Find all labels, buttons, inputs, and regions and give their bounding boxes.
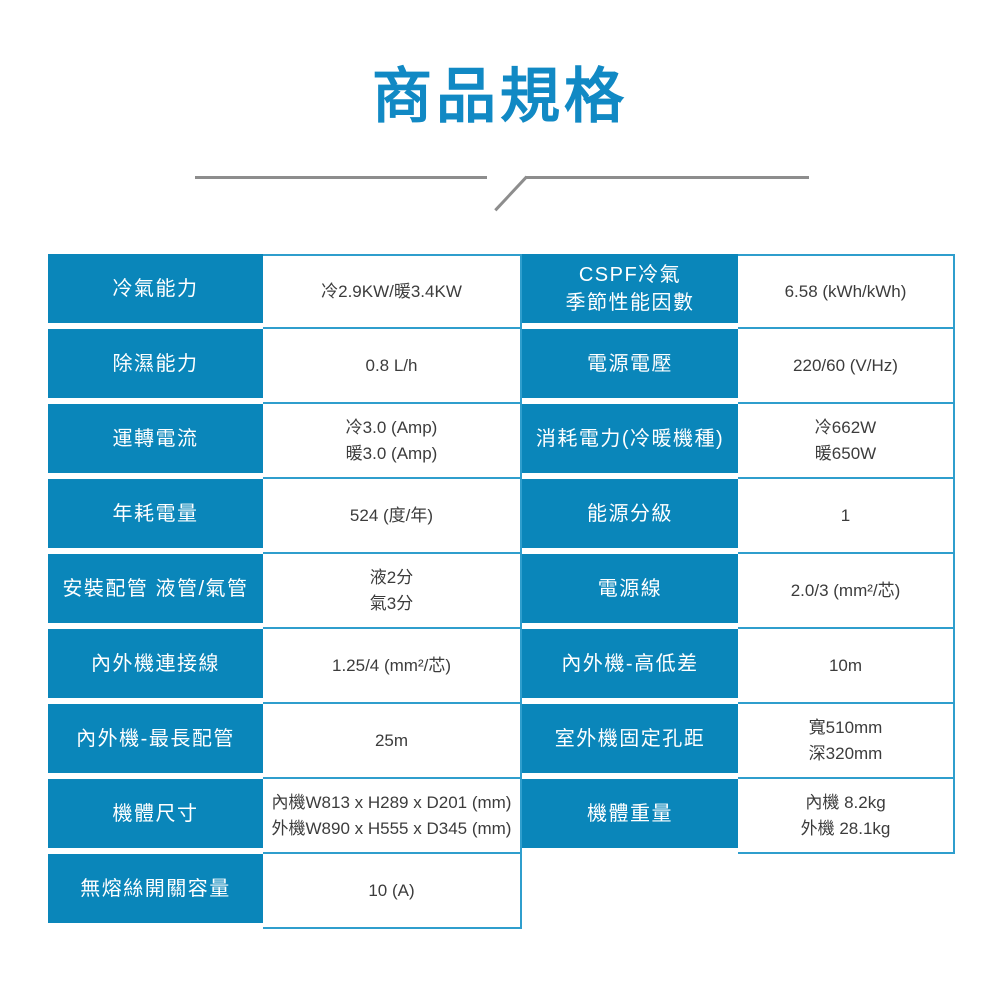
page-title: 商品規格: [372, 63, 628, 130]
spec-value-cell: 10 (A): [263, 854, 522, 929]
spec-value-line: 冷662W: [814, 418, 877, 437]
spec-row: 內外機連接線 1.25/4 (mm²/芯): [48, 629, 522, 704]
spec-value-line: 10m: [828, 655, 863, 675]
spec-value-line: 外機 28.1kg: [800, 818, 891, 838]
spec-value-line: 內機W813 x H289 x D201 (mm): [271, 793, 512, 812]
spec-value-line: 2.0/3 (mm²/芯): [790, 580, 901, 600]
spec-label-cell: 內外機-高低差: [522, 629, 738, 704]
spec-label-cell: 運轉電流: [48, 404, 263, 479]
spec-row: 電源電壓 220/60 (V/Hz): [522, 329, 955, 404]
spec-value-line: 冷3.0 (Amp): [345, 418, 438, 437]
spec-value-cell: 1: [738, 479, 955, 554]
spec-label-line: 季節性能因數: [565, 291, 695, 314]
spec-value-line: 6.58 (kWh/kWh): [784, 281, 907, 301]
spec-value-cell: 2.0/3 (mm²/芯): [738, 554, 955, 629]
spec-label-cell: 內外機-最長配管: [48, 704, 263, 779]
spec-row: 能源分級 1: [522, 479, 955, 554]
spec-label-line: 內外機連接線: [91, 652, 220, 675]
spec-label-line: CSPF冷氣: [578, 263, 682, 286]
spec-value-line: 0.8 L/h: [365, 355, 418, 375]
spec-label-cell: 安裝配管 液管/氣管: [48, 554, 263, 629]
spec-row: 無熔絲開關容量 10 (A): [48, 854, 522, 929]
spec-value-line: 1.25/4 (mm²/芯): [331, 655, 452, 675]
spec-value-cell: 6.58 (kWh/kWh): [738, 254, 955, 329]
spec-value-cell: 10m: [738, 629, 955, 704]
spec-row: 內外機-最長配管 25m: [48, 704, 522, 779]
spec-row: 運轉電流 冷3.0 (Amp) 暖3.0 (Amp): [48, 404, 522, 479]
spec-value-line: 內機 8.2kg: [805, 793, 886, 812]
spec-value-line: 220/60 (V/Hz): [793, 355, 898, 375]
spec-label-cell: 室外機固定孔距: [522, 704, 738, 779]
spec-value-line: 寬510mm: [808, 718, 883, 737]
spec-value-line: 外機W890 x H555 x D345 (mm): [271, 818, 512, 838]
spec-label-line: 室外機固定孔距: [554, 727, 706, 750]
spec-label-line: 除濕能力: [112, 352, 199, 375]
spec-label-cell: 機體重量: [522, 779, 738, 854]
spec-label-cell: 內外機連接線: [48, 629, 263, 704]
spec-value-cell: 25m: [263, 704, 522, 779]
spec-label-line: 年耗電量: [112, 502, 199, 525]
spec-row: 年耗電量 524 (度/年): [48, 479, 522, 554]
spec-label-line: 機體尺寸: [112, 802, 199, 825]
spec-value-line: 液2分: [369, 568, 414, 587]
spec-label-cell: 無熔絲開關容量: [48, 854, 263, 929]
spec-value-line: 1: [840, 505, 851, 525]
spec-value-cell: 1.25/4 (mm²/芯): [263, 629, 522, 704]
spec-label-cell: 電源線: [522, 554, 738, 629]
spec-value-line: 暖3.0 (Amp): [345, 443, 438, 463]
spec-label-cell: 能源分級: [522, 479, 738, 554]
spec-value-line: 25m: [374, 730, 409, 750]
spec-value-cell: 寬510mm 深320mm: [738, 704, 955, 779]
spec-table-right-column: CSPF冷氣季節性能因數 6.58 (kWh/kWh) 電源電壓 220/60 (V/…: [522, 254, 955, 854]
spec-value-cell: 220/60 (V/Hz): [738, 329, 955, 404]
spec-label-cell: 年耗電量: [48, 479, 263, 554]
divider-line-right: [526, 176, 809, 179]
spec-value-line: 10 (A): [368, 880, 415, 900]
title-divider: [195, 175, 809, 214]
spec-value-cell: 內機 8.2kg 外機 28.1kg: [738, 779, 955, 854]
spec-value-line: 氣3分: [369, 593, 414, 613]
spec-label-cell: 電源電壓: [522, 329, 738, 404]
spec-row: 消耗電力(冷暖機種) 冷662W 暖650W: [522, 404, 955, 479]
spec-label-line: 安裝配管 液管/氣管: [62, 577, 249, 600]
spec-label-line: 電源電壓: [587, 352, 673, 375]
spec-label-line: 機體重量: [587, 802, 673, 825]
spec-label-line: 運轉電流: [112, 427, 199, 450]
spec-label-cell: 機體尺寸: [48, 779, 263, 854]
spec-row: 冷氣能力 冷2.9KW/暖3.4KW: [48, 254, 522, 329]
spec-value-line: 暖650W: [814, 443, 877, 463]
spec-label-line: 能源分級: [587, 502, 673, 525]
spec-row: 電源線 2.0/3 (mm²/芯): [522, 554, 955, 629]
spec-row: 機體重量 內機 8.2kg 外機 28.1kg: [522, 779, 955, 854]
spec-value-cell: 冷3.0 (Amp) 暖3.0 (Amp): [263, 404, 522, 479]
spec-value-cell: 冷662W 暖650W: [738, 404, 955, 479]
spec-row: 安裝配管 液管/氣管液2分氣3分: [48, 554, 522, 629]
spec-value-cell: 內機W813 x H289 x D201 (mm) 外機W890 x H555 x…: [263, 779, 522, 854]
spec-label-line: 冷氣能力: [112, 277, 199, 300]
spec-label-cell: 除濕能力: [48, 329, 263, 404]
spec-label-cell: 冷氣能力: [48, 254, 263, 329]
spec-value-cell: 524 (度/年): [263, 479, 522, 554]
spec-label-line: 無熔絲開關容量: [80, 877, 231, 900]
spec-row: CSPF冷氣季節性能因數 6.58 (kWh/kWh): [522, 254, 955, 329]
spec-value-line: 524 (度/年): [349, 505, 434, 525]
spec-value-line: 深320mm: [808, 743, 883, 763]
spec-label-cell: CSPF冷氣季節性能因數: [522, 254, 738, 329]
spec-row: 除濕能力 0.8 L/h: [48, 329, 522, 404]
spec-label-line: 內外機-最長配管: [76, 727, 235, 750]
spec-row: 室外機固定孔距 寬510mm 深320mm: [522, 704, 955, 779]
spec-value-line: 冷2.9KW/暖3.4KW: [321, 281, 462, 301]
spec-label-line: 消耗電力(冷暖機種): [535, 427, 725, 450]
spec-value-cell: 液2分氣3分: [263, 554, 522, 629]
spec-table-left-column: 冷氣能力 冷2.9KW/暖3.4KW 除濕能力 0.8 L/h 運轉電流 冷3.0 (Am…: [48, 254, 522, 929]
spec-value-cell: 冷2.9KW/暖3.4KW: [263, 254, 522, 329]
divider-line-left: [195, 176, 487, 179]
spec-label-line: 內外機-高低差: [561, 652, 699, 675]
spec-label-line: 電源線: [597, 577, 663, 600]
divider-slash: [494, 175, 528, 212]
spec-row: 內外機-高低差 10m: [522, 629, 955, 704]
spec-value-cell: 0.8 L/h: [263, 329, 522, 404]
spec-label-cell: 消耗電力(冷暖機種): [522, 404, 738, 479]
spec-row: 機體尺寸 內機W813 x H289 x D201 (mm) 外機W890 x H5…: [48, 779, 522, 854]
